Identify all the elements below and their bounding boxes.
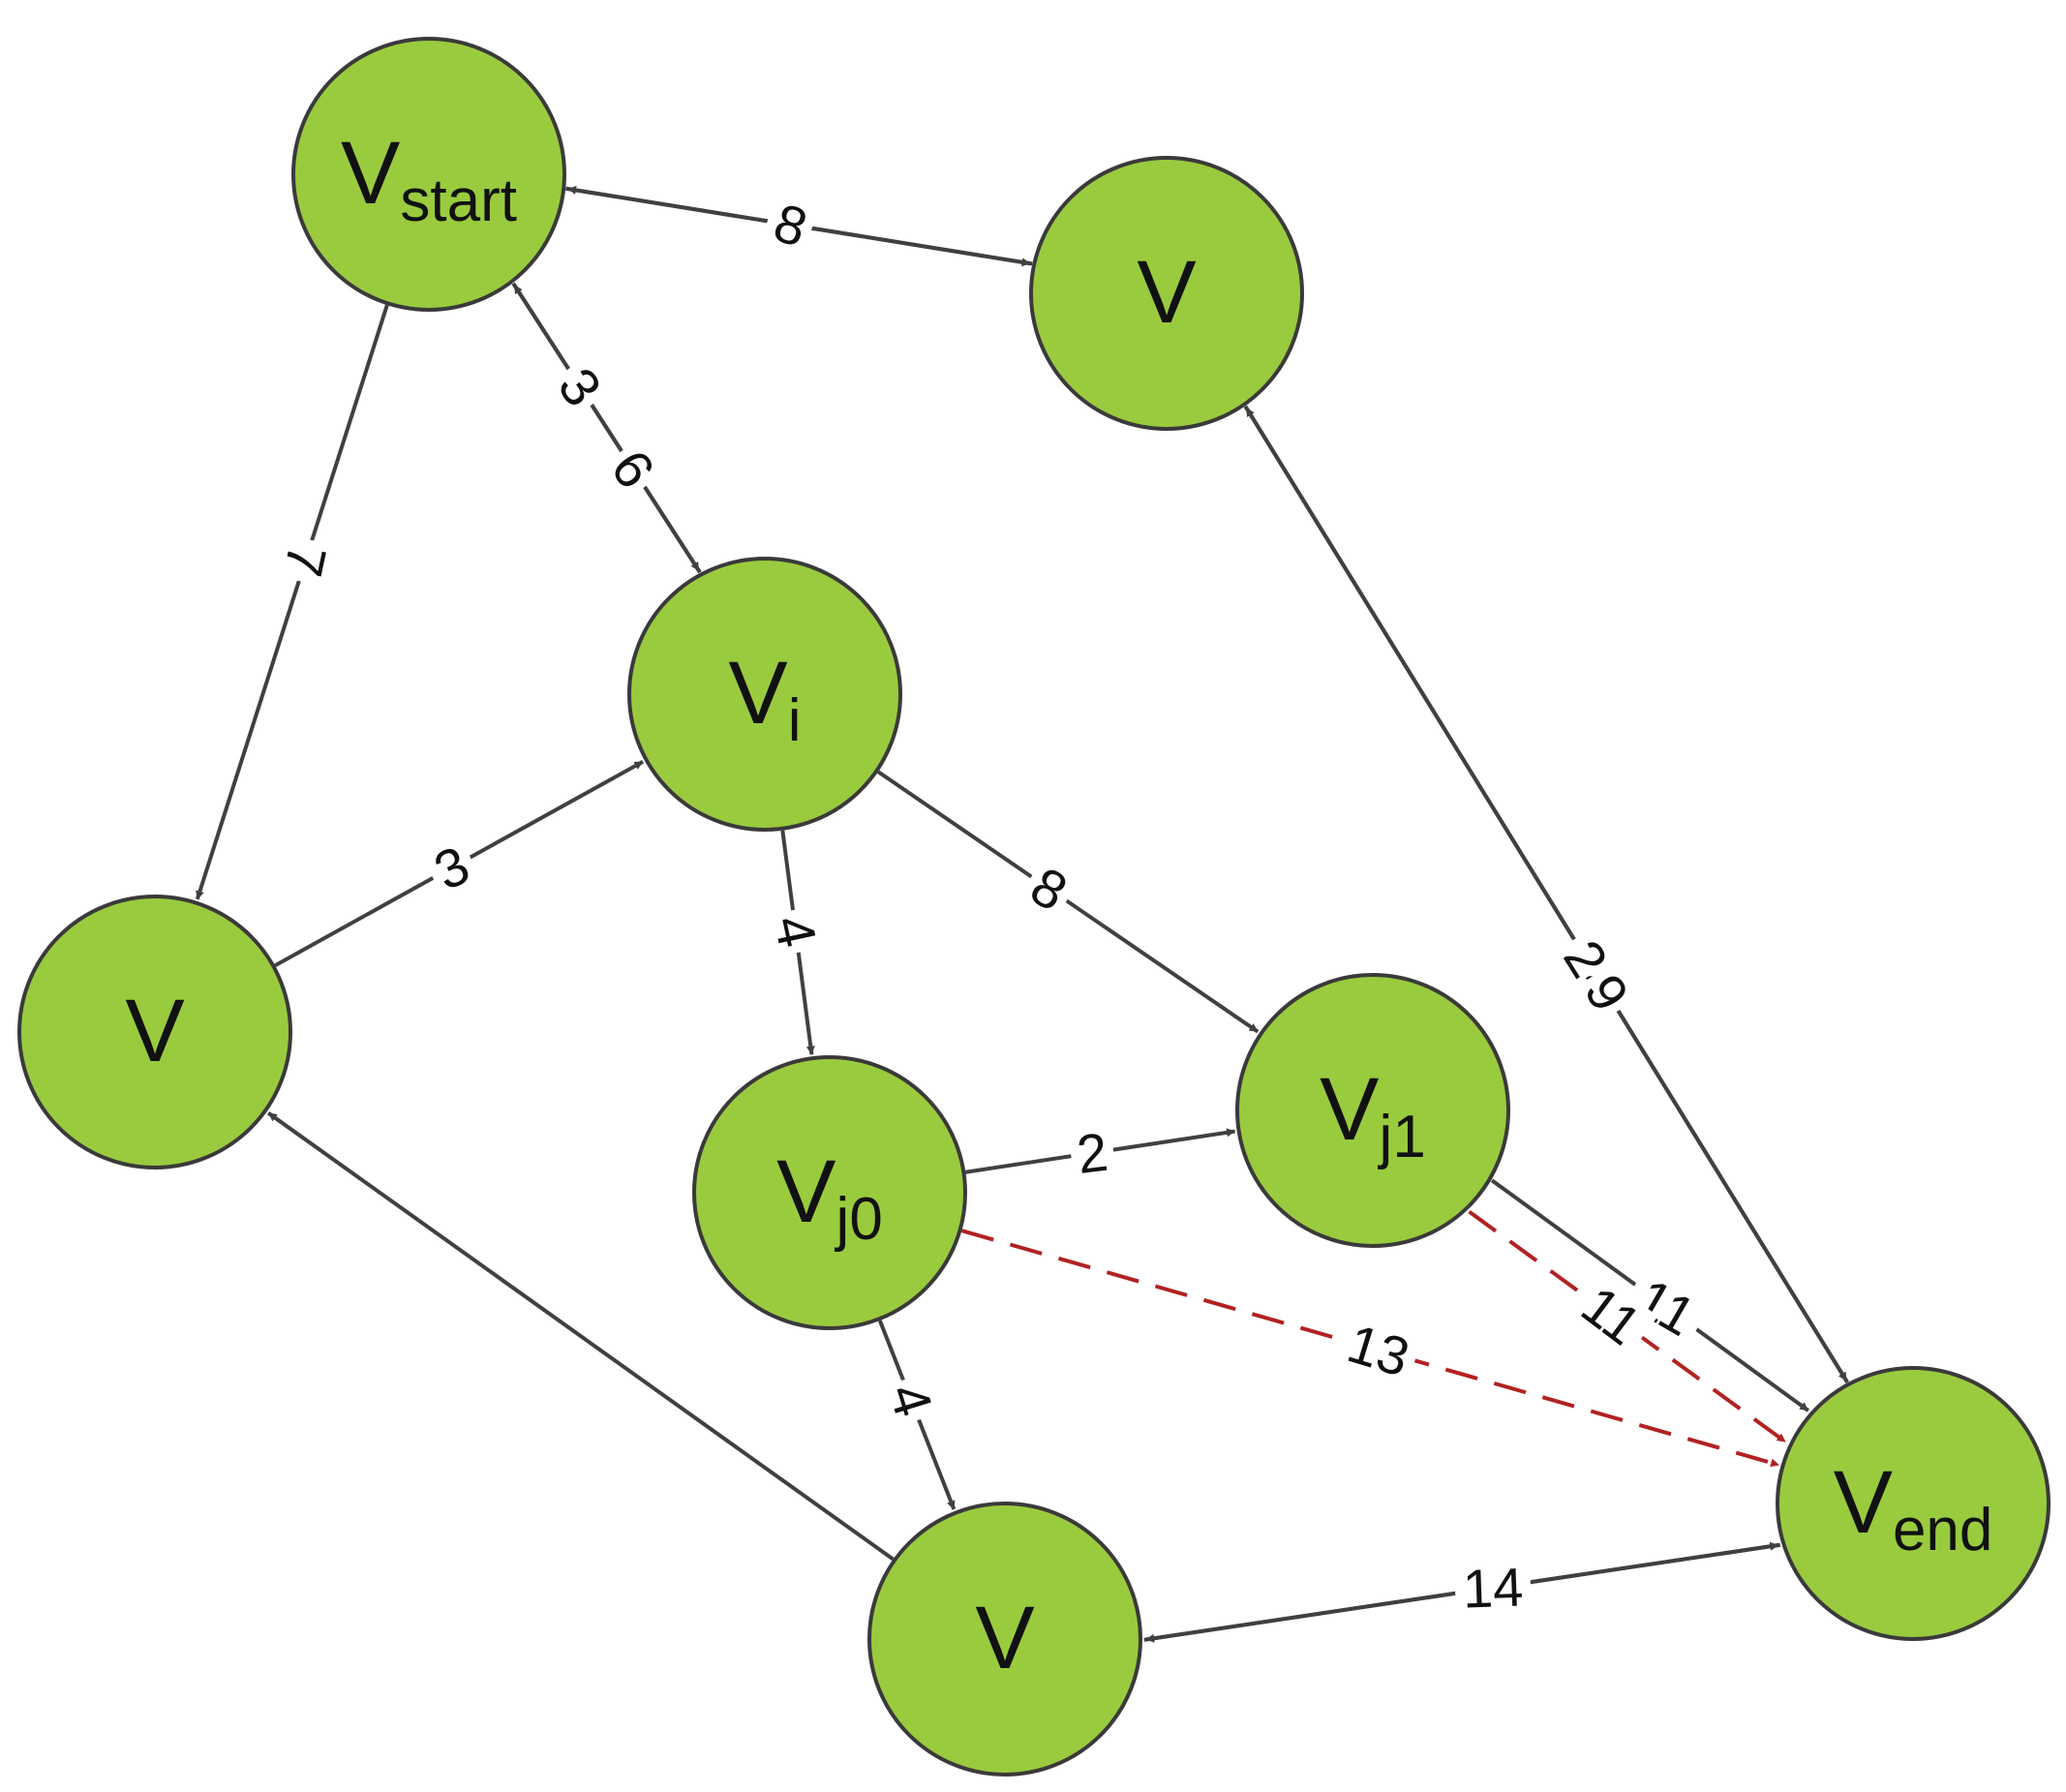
edge-weight-background — [762, 192, 820, 258]
edge-vend-to-vtop — [1244, 407, 1849, 1383]
edge-weight-label: 13 — [1334, 1312, 1423, 1388]
node-label-subscript: j1 — [1378, 1104, 1426, 1170]
edge-weight-background — [598, 436, 668, 502]
node-vtop: V — [1029, 156, 1304, 431]
edge-weight-background — [420, 834, 483, 901]
edges-layer — [195, 185, 1849, 1643]
node-vleft: V — [17, 895, 292, 1169]
edge-weight-text: 14 — [1462, 1556, 1524, 1619]
node-label-subscript: i — [788, 687, 802, 754]
edge-vi-to-vstart — [512, 284, 702, 574]
node-label: Vj1 — [1320, 1060, 1426, 1170]
edge-weight-label: 2 — [1067, 1121, 1117, 1185]
edge-vstart-to-vleft — [195, 304, 389, 900]
edge-vbottom-to-vleft — [267, 1111, 895, 1562]
edge-vj1-to-vend-dashed — [1468, 1209, 1787, 1443]
node-label: Vstart — [341, 124, 517, 234]
edge-weight-background — [764, 904, 827, 958]
edge-weight-background — [1017, 854, 1081, 924]
edge-weight-background — [1334, 1313, 1423, 1387]
node-vend: Vend — [1776, 1366, 2051, 1641]
edge-weight-text: 2 — [1074, 1121, 1111, 1185]
node-label-subscript: start — [400, 167, 517, 234]
node-label-subscript: end — [1893, 1497, 1992, 1564]
node-vj0: Vj0 — [692, 1055, 967, 1330]
node-label-main: V — [728, 644, 787, 743]
edge-weight-background — [1572, 960, 1642, 1025]
node-label-main: V — [1137, 243, 1196, 342]
node-label-main: V — [125, 982, 184, 1080]
node-label-subscript: j0 — [835, 1186, 883, 1253]
node-label-main: V — [341, 124, 400, 223]
node-circle — [1235, 973, 1510, 1248]
edge-weight-background — [878, 1371, 944, 1429]
node-circle — [1029, 156, 1304, 431]
node-label: Vi — [728, 644, 801, 754]
node-label: V — [125, 982, 184, 1080]
node-circle — [17, 895, 292, 1169]
edge-weight-background — [274, 533, 337, 588]
node-label: Vend — [1834, 1453, 1993, 1564]
edge-weight-label: 3 — [545, 353, 615, 420]
edge-weight-label: 3 — [420, 834, 483, 901]
edge-vi-to-vj1 — [877, 770, 1260, 1034]
node-circle — [692, 1055, 967, 1330]
edge-weight-background — [545, 353, 615, 420]
edge-weight-label: 8 — [762, 191, 820, 258]
edge-weight-label: 8 — [1017, 854, 1081, 924]
edge-weight-background — [1565, 1270, 1658, 1360]
edge-weight-label: 7 — [272, 533, 339, 588]
node-label-main: V — [1834, 1453, 1893, 1552]
node-label-main: V — [776, 1142, 836, 1241]
node-vbottom: V — [867, 1502, 1142, 1777]
node-label: V — [1137, 243, 1196, 342]
edge-weight-label: 6 — [598, 436, 668, 502]
edge-weight-background — [1067, 1123, 1117, 1183]
node-circle — [1776, 1366, 2051, 1641]
node-label: Vj0 — [776, 1142, 883, 1253]
edge-weight-labels: 583673482424911111314 — [272, 191, 1713, 1620]
node-label: V — [975, 1589, 1034, 1687]
node-circle — [291, 37, 566, 312]
edge-weight-background — [1454, 1559, 1532, 1617]
node-vstart: Vstart — [291, 37, 566, 312]
node-circle — [627, 557, 902, 832]
node-label-main: V — [1320, 1060, 1379, 1159]
edge-weight-label: 4 — [877, 1371, 945, 1429]
node-vj1: Vj1 — [1235, 973, 1510, 1248]
edge-weight-label: 14 — [1454, 1556, 1532, 1620]
edge-weight-label: 4 — [763, 904, 829, 958]
edge-weight-background — [1619, 1264, 1713, 1350]
node-circle — [867, 1502, 1142, 1777]
node-label-main: V — [975, 1589, 1034, 1687]
node-vi: Vi — [627, 557, 902, 832]
